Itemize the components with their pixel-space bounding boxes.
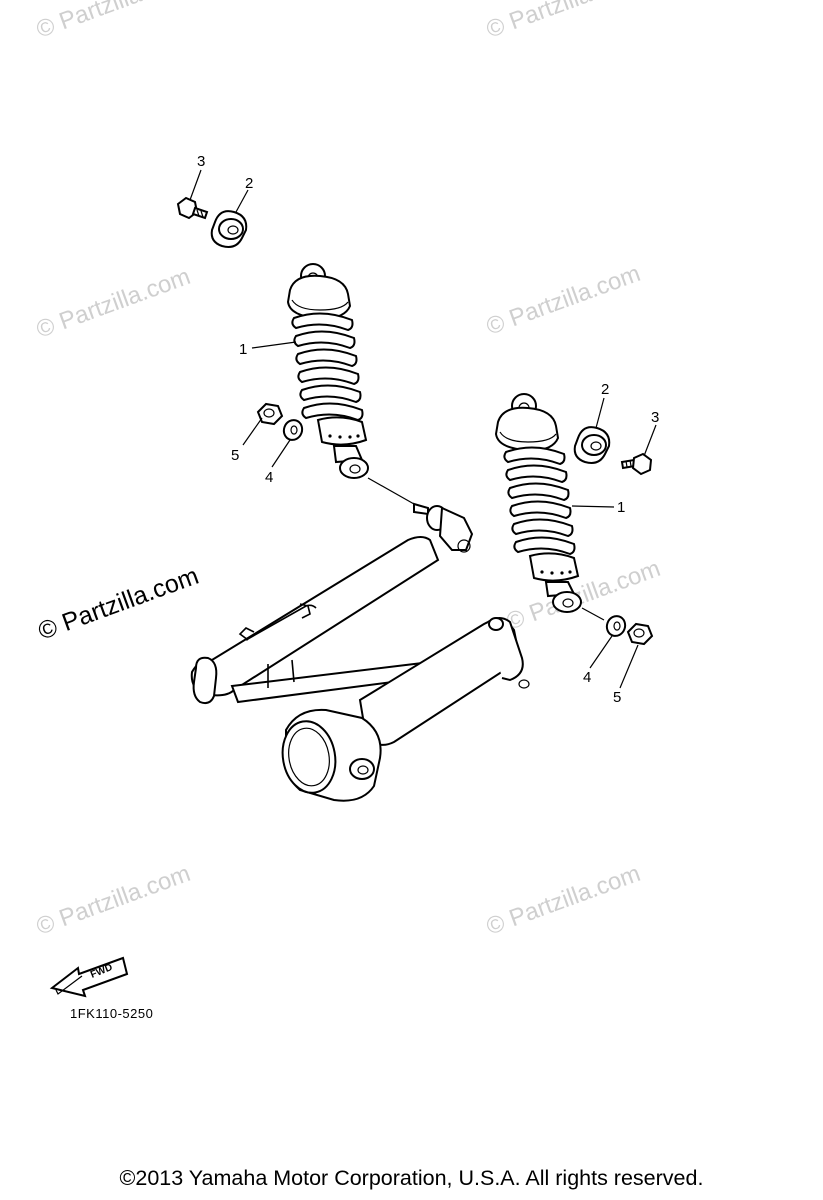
watermark-lower-right: © Partzilla.com [483,860,644,941]
shock-absorber-left [286,263,369,479]
bolt-right [620,452,653,476]
callout-1-right: 1 [617,499,625,516]
assembly-line-right [581,607,605,621]
bolt-top [176,196,209,220]
watermark-top-left: © Partzilla.com [33,0,194,44]
callout-leaders [189,169,657,689]
nut-right [626,622,654,646]
callout-1-left: 1 [239,341,247,358]
callout-3-right: 3 [651,409,659,426]
watermark-lower-left: © Partzilla.com [33,860,194,941]
bushing-right [573,426,611,464]
callout-5-right: 5 [613,689,621,706]
diagram-code: 1FK110-5250 [70,1006,154,1021]
callout-4-left: 4 [265,469,273,486]
spring-right [503,446,576,556]
callout-4-right: 4 [583,669,591,686]
watermark-top-right: © Partzilla.com [483,0,644,44]
watermark-mid-right: © Partzilla.com [483,260,644,341]
watermark-center-right: © Partzilla.com [503,555,664,636]
callout-2-top: 2 [245,175,253,192]
callout-labels: 3 2 1 5 4 2 3 1 4 5 [197,153,659,706]
bushing-top [210,210,248,248]
fwd-arrow-icon: FWD [49,956,129,998]
spring-left [291,312,364,422]
assembly-line-left [367,477,415,505]
washer-left [282,419,304,441]
copyright-notice: ©2013 Yamaha Motor Corporation, U.S.A. A… [119,1166,704,1190]
swingarm [190,502,530,802]
shock-absorber-right [494,393,582,613]
watermark-mid-left: © Partzilla.com [33,263,194,344]
callout-5-left: 5 [231,447,239,464]
callout-3-top: 3 [197,153,205,170]
callout-2-right: 2 [601,381,609,398]
nut-left [256,402,284,426]
washer-right [605,615,627,637]
watermark-large: © Partzilla.com [34,562,202,646]
